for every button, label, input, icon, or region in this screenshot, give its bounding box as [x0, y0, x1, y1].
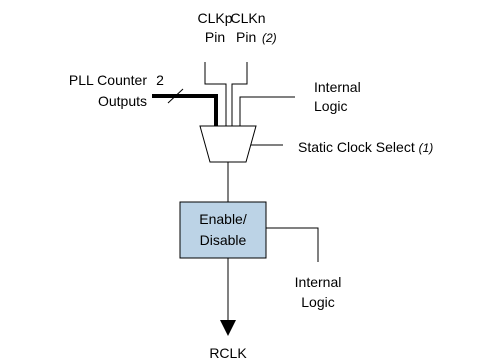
pll-counter-label-line1: PLL Counter: [69, 72, 147, 88]
clkn-label-line1: CLKn: [230, 10, 265, 26]
pll-counter-bus: [152, 94, 218, 126]
bus-width-label: 2: [156, 72, 164, 88]
pll-counter-label-line2: Outputs: [98, 93, 147, 109]
internal-logic-top-line2: Logic: [314, 98, 347, 114]
clkn-wire: [231, 62, 248, 126]
clkp-wire: [204, 62, 227, 126]
enable-block-label-line1: Enable/: [199, 211, 247, 227]
internal-logic-bottom-line1: Internal: [295, 274, 342, 290]
rclk-arrowhead: [220, 320, 236, 336]
internal-logic-bottom-line2: Logic: [301, 294, 334, 310]
static-select-label: Static Clock Select (1): [298, 139, 433, 155]
internal-logic-top-wire: [239, 96, 295, 126]
clkn-label-line2: Pin: [236, 29, 256, 45]
rclk-label: RCLK: [209, 345, 247, 361]
enable-block-label-line2: Disable: [200, 232, 247, 248]
bus-width-slash: [167, 88, 184, 104]
clock-select-mux: [199, 125, 257, 163]
internal-logic-bottom-wire: [266, 227, 319, 262]
clkp-label-line1: CLKp: [197, 10, 232, 26]
enable-disable-block: [179, 201, 267, 259]
internal-logic-top-line1: Internal: [314, 79, 361, 95]
clkp-label-line2: Pin: [205, 29, 225, 45]
clkn-note-ref: (2): [262, 31, 277, 45]
